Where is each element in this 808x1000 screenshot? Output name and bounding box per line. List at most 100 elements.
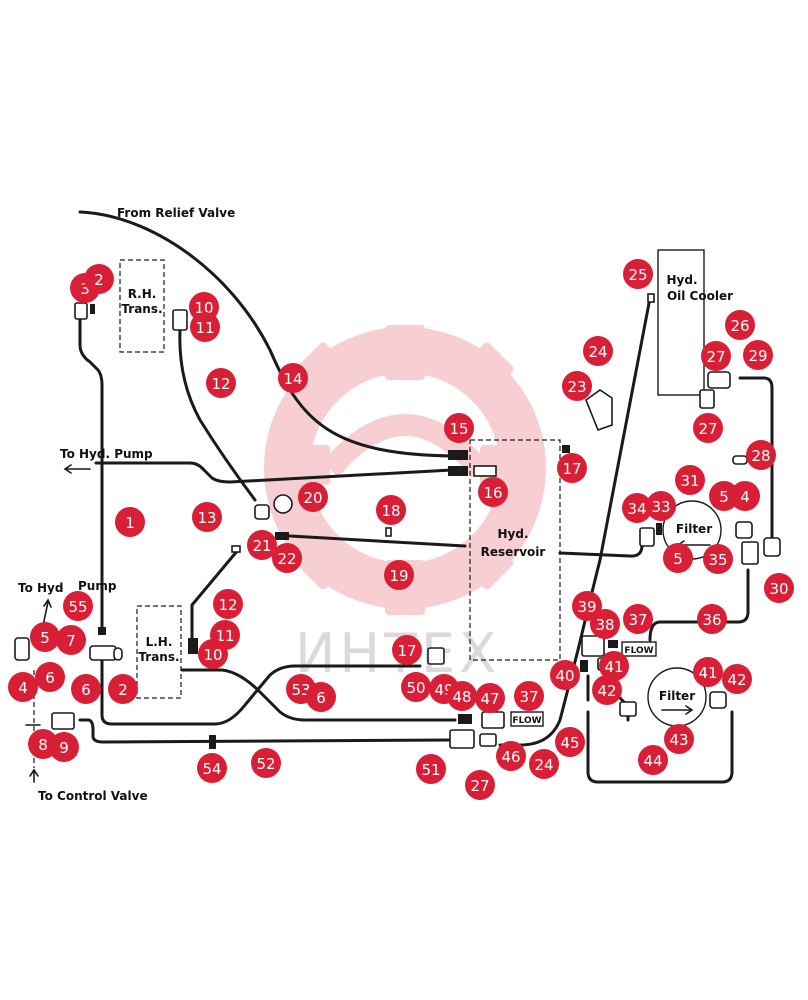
callout-number: 41 (604, 658, 623, 676)
callout-28: 28 (746, 440, 776, 470)
callout-badge (730, 481, 760, 511)
callout-number: 27 (706, 348, 725, 366)
callout-number: 30 (769, 580, 788, 598)
callout-badge (376, 495, 406, 525)
callout-number: 34 (627, 500, 646, 518)
callout-21: 21 (247, 530, 277, 560)
lh-trans-label-2: Trans. (138, 650, 179, 664)
components: R.H. Trans. L.H. Trans. Hyd. Reservoir H… (119, 249, 733, 727)
filter-upper-label: Filter (676, 522, 712, 536)
callout-number: 28 (751, 447, 770, 465)
callout-8: 8 (28, 729, 58, 759)
hyd-reservoir-label-1: Hyd. (497, 527, 528, 541)
callout-badge (35, 662, 65, 692)
bracket-23 (585, 389, 613, 432)
hyd-reservoir-box (469, 439, 561, 661)
callout-50: 50 (401, 672, 431, 702)
callout-number: 24 (588, 343, 607, 361)
callout-number: 27 (698, 420, 717, 438)
callout-31: 31 (675, 465, 705, 495)
callout-43: 43 (664, 724, 694, 754)
to-hyd-pump-left-label-2: Pump (78, 579, 117, 593)
to-hyd-pump-top-label: To Hyd. Pump (60, 447, 153, 461)
lh-trans-box (136, 605, 182, 699)
callout-number: 31 (680, 472, 699, 490)
callout-badge (8, 672, 38, 702)
callout-number: 17 (397, 642, 416, 660)
callout-number: 36 (702, 611, 721, 629)
callout-badge (475, 683, 505, 713)
callout-55: 55 (63, 591, 93, 621)
relief-valve-line (78, 210, 457, 458)
callout-badge (746, 440, 776, 470)
text-labels: From Relief Valve To Hyd. Pump To Hyd Pu… (18, 206, 235, 803)
callout-17: 17 (392, 635, 422, 665)
callout-6: 6 (35, 662, 65, 692)
callout-22: 22 (272, 543, 302, 573)
callout-19: 19 (384, 560, 414, 590)
callout-badge (599, 651, 629, 681)
rh-trans-box (119, 259, 165, 353)
callout-number: 42 (727, 671, 746, 689)
callout-1: 1 (115, 507, 145, 537)
callout-badge (664, 724, 694, 754)
callout-badge (478, 477, 508, 507)
callout-number: 25 (628, 266, 647, 284)
callout-number: 54 (202, 760, 221, 778)
callout-42: 42 (592, 675, 622, 705)
callout-number: 7 (66, 632, 76, 650)
callout-12: 12 (213, 589, 243, 619)
callout-badge (56, 625, 86, 655)
callout-badge (583, 336, 613, 366)
callout-number: 14 (283, 370, 302, 388)
callout-badge (697, 604, 727, 634)
callout-badge (663, 543, 693, 573)
callout-36: 36 (697, 604, 727, 634)
callout-12: 12 (206, 368, 236, 398)
callout-badge (722, 664, 752, 694)
callout-5: 5 (30, 622, 60, 652)
rh-trans-label-2: Trans. (121, 302, 162, 316)
callout-badge (514, 681, 544, 711)
callout-number: 3 (80, 280, 90, 298)
callout-number: 47 (480, 690, 499, 708)
callout-number: 5 (719, 488, 729, 506)
callout-badge (272, 543, 302, 573)
callout-badge (623, 604, 653, 634)
pipe-19 (288, 534, 467, 548)
callout-14: 14 (278, 363, 308, 393)
callout-badge (496, 741, 526, 771)
from-relief-valve-label: From Relief Valve (117, 206, 235, 220)
callout-10: 10 (198, 639, 228, 669)
callout-5: 5 (709, 481, 739, 511)
hyd-reservoir-label-2: Reservoir (481, 545, 546, 559)
callout-13: 13 (192, 502, 222, 532)
callout-number: 48 (452, 688, 471, 706)
callout-badge (401, 672, 431, 702)
callout-27: 27 (693, 413, 723, 443)
to-hyd-pump-arrow (63, 464, 91, 474)
callout-number: 50 (406, 679, 425, 697)
filter-lower-label: Filter (659, 689, 695, 703)
callout-20: 20 (298, 482, 328, 512)
callout-badge (444, 413, 474, 443)
gauge-20 (273, 494, 293, 514)
callout-number: 15 (449, 420, 468, 438)
callout-number: 51 (421, 761, 440, 779)
pipe-12-upper (178, 328, 257, 502)
callout-badge (550, 660, 580, 690)
callout-number: 53 (291, 681, 310, 699)
callout-number: 40 (555, 667, 574, 685)
callout-number: 2 (94, 271, 104, 289)
callout-11: 11 (190, 312, 220, 342)
callout-6: 6 (71, 674, 101, 704)
callout-badge (28, 729, 58, 759)
callout-number: 5 (673, 550, 683, 568)
callout-badge (703, 544, 733, 574)
callout-badge (622, 493, 652, 523)
callout-number: 6 (316, 689, 326, 707)
callout-number: 37 (628, 611, 647, 629)
callout-26: 26 (725, 310, 755, 340)
callout-badge (84, 264, 114, 294)
